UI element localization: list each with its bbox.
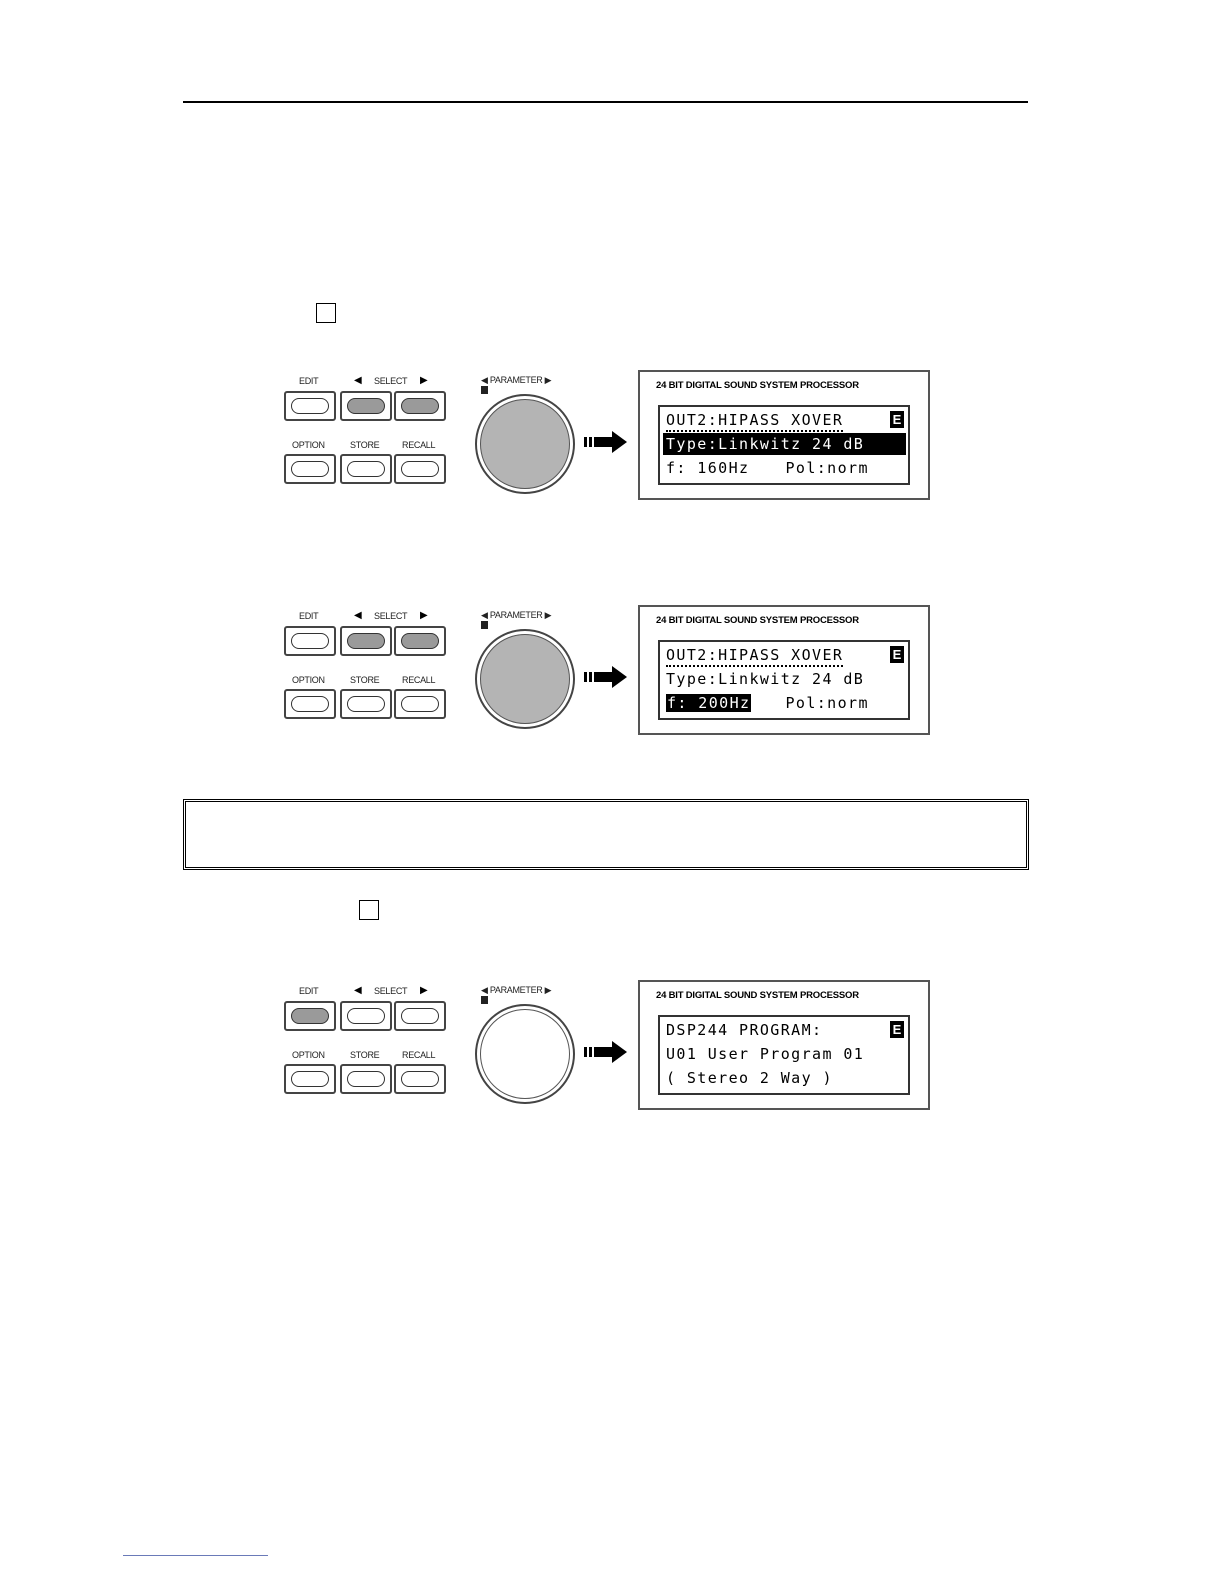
lcd-display: 24 BIT DIGITAL SOUND SYSTEM PROCESSOR DS… — [638, 980, 930, 1110]
store-label: STORE — [350, 675, 380, 685]
footnote-rule — [123, 1555, 268, 1556]
lcd-line-2: Type:Linkwitz 24 dB — [666, 670, 865, 688]
lcd-title: 24 BIT DIGITAL SOUND SYSTEM PROCESSOR — [656, 615, 859, 626]
select-label: SELECT — [374, 986, 408, 996]
step-checkbox-1[interactable] — [316, 303, 336, 323]
parameter-label: ◀ PARAMETER ▶ — [481, 375, 552, 385]
step-checkbox-2[interactable] — [359, 900, 379, 920]
parameter-knob-group: ◀ PARAMETER ▶ — [473, 370, 583, 505]
edit-label: EDIT — [299, 611, 319, 621]
push-icon — [481, 386, 488, 394]
lcd-line-2: Type:Linkwitz 24 dB — [663, 433, 906, 455]
lcd-screen: OUT2:HIPASS XOVER E Type:Linkwitz 24 dB … — [658, 405, 910, 485]
recall-button[interactable] — [394, 454, 446, 484]
select-right-button[interactable] — [394, 626, 446, 656]
lcd-line-1: DSP244 PROGRAM: — [666, 1021, 823, 1039]
select-right-icon: ▶ — [420, 375, 428, 386]
lcd-display: 24 BIT DIGITAL SOUND SYSTEM PROCESSOR OU… — [638, 605, 930, 735]
edit-mode-badge: E — [890, 646, 904, 663]
select-label: SELECT — [374, 376, 408, 386]
lcd-line-1: OUT2:HIPASS XOVER — [666, 409, 844, 432]
button-panel: EDIT ◀ SELECT ▶ OPTION STORE RECALL — [280, 370, 452, 485]
parameter-knob-group: ◀ PARAMETER ▶ — [473, 980, 583, 1115]
option-label: OPTION — [292, 440, 325, 450]
arrow-icon — [584, 666, 627, 688]
option-button[interactable] — [284, 1064, 336, 1094]
store-button[interactable] — [340, 689, 392, 719]
select-right-button[interactable] — [394, 391, 446, 421]
lcd-line-1: OUT2:HIPASS XOVER — [666, 644, 844, 667]
push-icon — [481, 996, 488, 1004]
lcd-title: 24 BIT DIGITAL SOUND SYSTEM PROCESSOR — [656, 380, 859, 391]
select-left-button[interactable] — [340, 391, 392, 421]
parameter-label: ◀ PARAMETER ▶ — [481, 610, 552, 620]
store-label: STORE — [350, 440, 380, 450]
select-left-icon: ◀ — [354, 375, 362, 386]
button-panel: EDIT ◀ SELECT ▶ OPTION STORE RECALL — [280, 980, 452, 1095]
parameter-knob-group: ◀ PARAMETER ▶ — [473, 605, 583, 740]
parameter-label: ◀ PARAMETER ▶ — [481, 985, 552, 995]
option-label: OPTION — [292, 1050, 325, 1060]
figure-1: EDIT ◀ SELECT ▶ OPTION STORE RECALL ◀ PA… — [280, 370, 932, 510]
push-icon — [481, 621, 488, 629]
option-label: OPTION — [292, 675, 325, 685]
select-left-button[interactable] — [340, 626, 392, 656]
lcd-screen: DSP244 PROGRAM: E U01 User Program 01 ( … — [658, 1015, 910, 1095]
option-button[interactable] — [284, 454, 336, 484]
button-panel: EDIT ◀ SELECT ▶ OPTION STORE RECALL — [280, 605, 452, 720]
parameter-knob[interactable] — [475, 394, 575, 494]
parameter-knob[interactable] — [475, 629, 575, 729]
arrow-icon — [584, 1041, 627, 1063]
option-button[interactable] — [284, 689, 336, 719]
recall-label: RECALL — [402, 1050, 436, 1060]
store-button[interactable] — [340, 454, 392, 484]
figure-3: EDIT ◀ SELECT ▶ OPTION STORE RECALL ◀ PA… — [280, 980, 932, 1120]
select-label: SELECT — [374, 611, 408, 621]
edit-button[interactable] — [284, 626, 336, 656]
select-right-button[interactable] — [394, 1001, 446, 1031]
select-right-icon: ▶ — [420, 610, 428, 621]
figure-2: EDIT ◀ SELECT ▶ OPTION STORE RECALL ◀ PA… — [280, 605, 932, 745]
lcd-line-3: ( Stereo 2 Way ) — [666, 1069, 833, 1087]
lcd-display: 24 BIT DIGITAL SOUND SYSTEM PROCESSOR OU… — [638, 370, 930, 500]
select-left-icon: ◀ — [354, 610, 362, 621]
store-button[interactable] — [340, 1064, 392, 1094]
recall-label: RECALL — [402, 675, 436, 685]
note-box — [183, 799, 1029, 870]
arrow-icon — [584, 431, 627, 453]
edit-button[interactable] — [284, 391, 336, 421]
select-right-icon: ▶ — [420, 985, 428, 996]
select-left-icon: ◀ — [354, 985, 362, 996]
recall-button[interactable] — [394, 689, 446, 719]
parameter-knob[interactable] — [475, 1004, 575, 1104]
lcd-screen: OUT2:HIPASS XOVER E Type:Linkwitz 24 dB … — [658, 640, 910, 720]
recall-label: RECALL — [402, 440, 436, 450]
edit-button[interactable] — [284, 1001, 336, 1031]
select-left-button[interactable] — [340, 1001, 392, 1031]
header-rule — [183, 101, 1028, 103]
edit-label: EDIT — [299, 376, 319, 386]
edit-mode-badge: E — [890, 411, 904, 428]
edit-mode-badge: E — [890, 1021, 904, 1038]
lcd-line-2: U01 User Program 01 — [666, 1045, 865, 1063]
lcd-title: 24 BIT DIGITAL SOUND SYSTEM PROCESSOR — [656, 990, 859, 1001]
store-label: STORE — [350, 1050, 380, 1060]
edit-label: EDIT — [299, 986, 319, 996]
recall-button[interactable] — [394, 1064, 446, 1094]
